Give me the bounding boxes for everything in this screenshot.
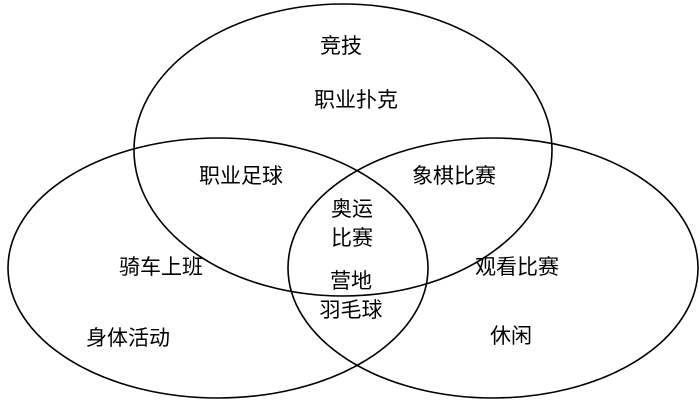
label-camp-line2: 羽毛球 bbox=[320, 298, 383, 322]
label-leisure: 休闲 bbox=[490, 324, 532, 348]
label-olympic-line2: 比赛 bbox=[331, 226, 373, 250]
circle-physical bbox=[7, 137, 429, 399]
label-professional-poker: 职业扑克 bbox=[314, 88, 398, 112]
label-competitive: 竞技 bbox=[320, 34, 362, 58]
label-professional-football: 职业足球 bbox=[199, 164, 283, 188]
circle-competitive bbox=[133, 3, 553, 297]
label-chess-match: 象棋比赛 bbox=[412, 164, 496, 188]
label-watching-match: 观看比赛 bbox=[475, 255, 559, 279]
label-camp-line1: 营地 bbox=[330, 269, 372, 293]
label-physical-activity: 身体活动 bbox=[86, 326, 170, 350]
circle-leisure bbox=[287, 137, 699, 399]
label-bike-commute: 骑车上班 bbox=[119, 255, 203, 279]
label-olympic-line1: 奥运 bbox=[331, 197, 373, 221]
